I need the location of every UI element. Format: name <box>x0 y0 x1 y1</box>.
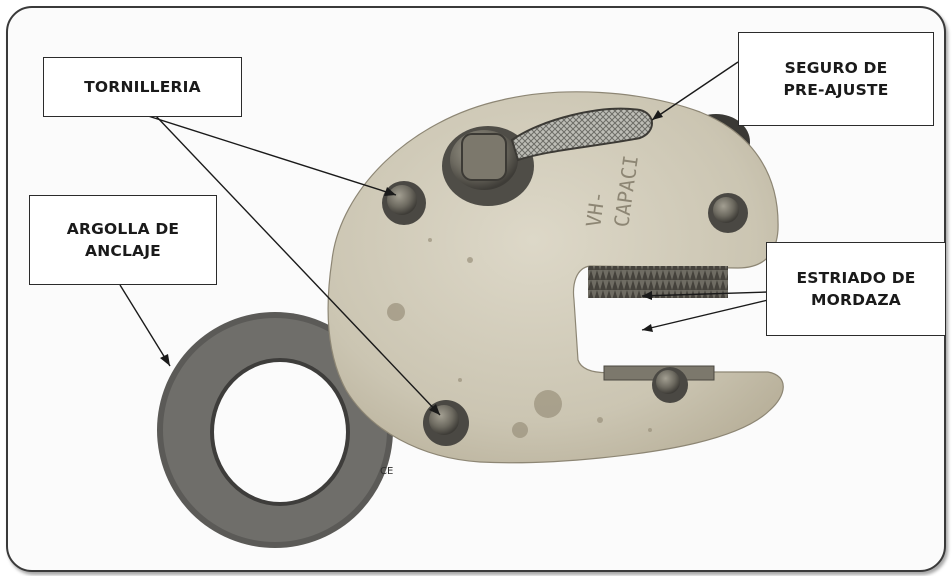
label-argolla-line1: ARGOLLA DE <box>67 218 179 240</box>
label-seguro-de-pre-ajuste: SEGURO DE PRE-AJUSTE <box>738 32 934 126</box>
label-argolla-de-anclaje: ARGOLLA DE ANCLAJE <box>29 195 217 285</box>
label-seguro-line2: PRE-AJUSTE <box>784 79 889 101</box>
label-tornilleria-line1: TORNILLERIA <box>84 76 201 98</box>
bolt-lower-right <box>652 367 688 403</box>
bolt-lower-left <box>423 400 469 446</box>
bolt-upper-right <box>708 193 748 233</box>
leader-argolla <box>120 285 170 366</box>
svg-text:VH-: VH- <box>581 190 610 229</box>
svg-text:CE: CE <box>380 466 393 477</box>
label-tornilleria: TORNILLERIA <box>43 57 242 117</box>
leader-estriado-2 <box>642 300 768 330</box>
label-argolla-line2: ANCLAJE <box>85 240 161 262</box>
label-estriado-de-mordaza: ESTRIADO DE MORDAZA <box>766 242 946 336</box>
label-estriado-line2: MORDAZA <box>811 289 901 311</box>
label-seguro-line1: SEGURO DE <box>785 57 888 79</box>
leader-tornilleria-1 <box>145 115 396 195</box>
bolt-upper-left <box>382 181 426 225</box>
jaw-serration <box>588 266 728 298</box>
label-estriado-line1: ESTRIADO DE <box>796 267 915 289</box>
